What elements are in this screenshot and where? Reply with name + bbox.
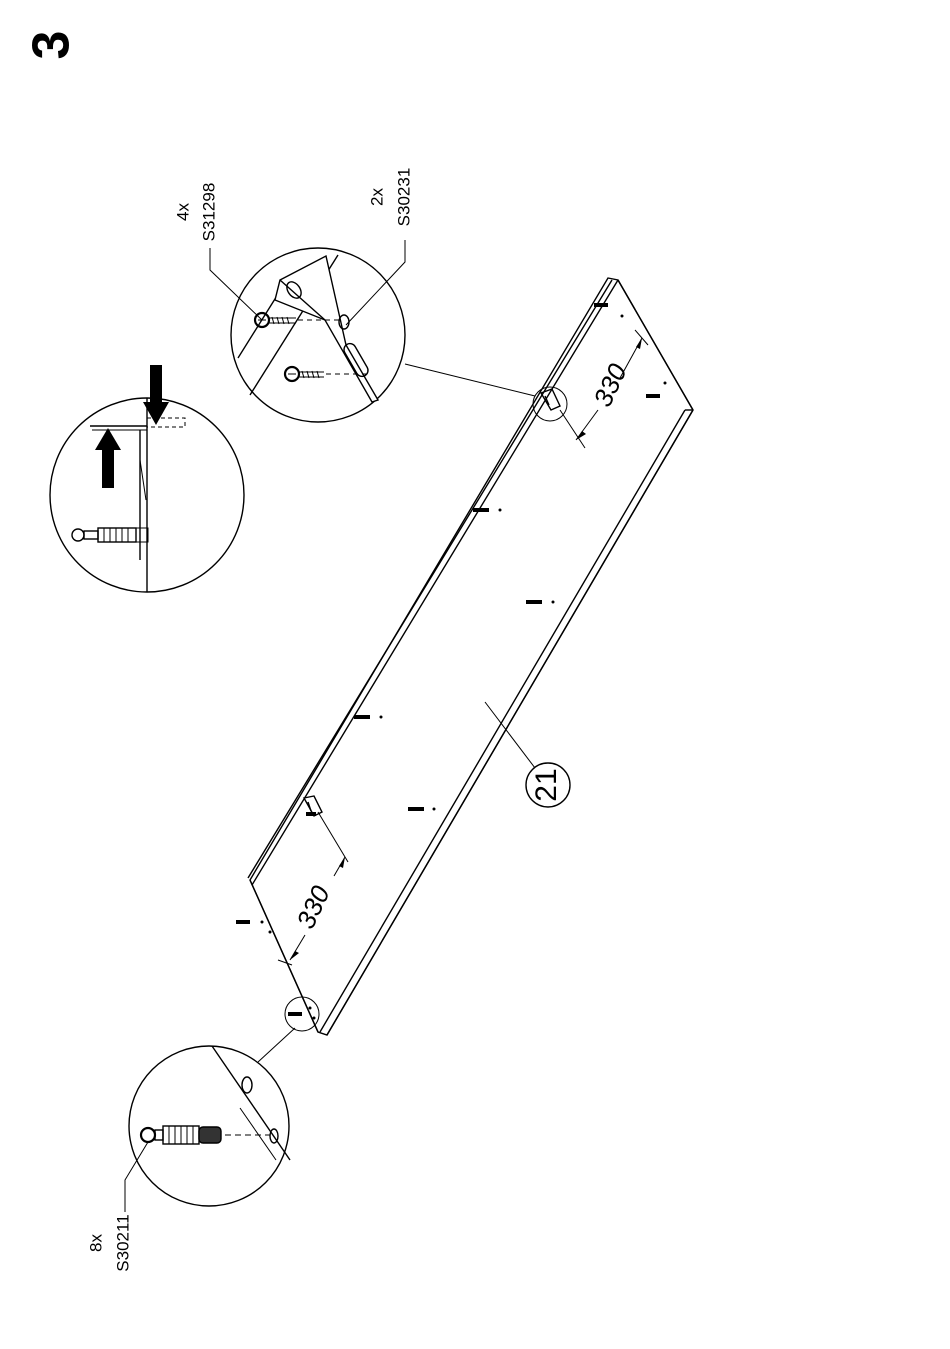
screw-code: S31298 xyxy=(199,183,218,242)
bracket-leader-line xyxy=(405,364,535,396)
step-number: 3 xyxy=(23,31,81,60)
dowel-detail xyxy=(125,1046,290,1212)
bracket-code: S30231 xyxy=(394,168,413,227)
insert-direction-detail xyxy=(50,365,244,592)
dowel-side xyxy=(72,528,148,542)
dowel-leader-line xyxy=(258,1028,295,1062)
dowel-pin xyxy=(141,1126,270,1144)
bracket-count: 2x xyxy=(367,188,386,206)
panel-number: 21 xyxy=(530,768,563,801)
bracket-detail xyxy=(210,240,405,422)
dowel xyxy=(236,920,272,934)
screw-count: 4x xyxy=(173,203,192,221)
dowel-code: S30211 xyxy=(113,1214,132,1271)
dowel-count: 8x xyxy=(86,1234,105,1252)
arrow-up-icon xyxy=(95,428,121,488)
